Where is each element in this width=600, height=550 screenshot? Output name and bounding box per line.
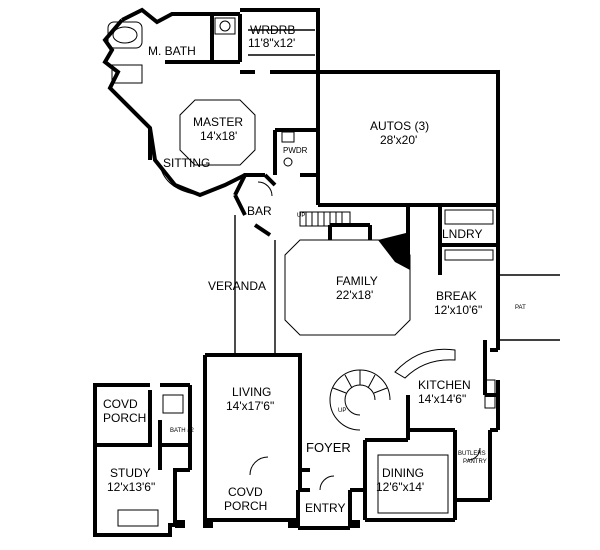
room-name-dining: DINING xyxy=(382,466,424,480)
room-name-laundry: LNDRY xyxy=(442,227,482,241)
room-name-m-bath: M. BATH xyxy=(148,44,196,58)
room-dims-break: 12'x10'6" xyxy=(434,303,482,317)
room-name-butlers-2: PANTRY xyxy=(463,459,487,465)
room-name-entry: ENTRY xyxy=(305,501,345,515)
room-name-study: STUDY xyxy=(110,466,151,480)
room-name-foyer: FOYER xyxy=(306,440,351,455)
room-name-sitting: SITTING xyxy=(163,156,210,170)
exterior-walls xyxy=(93,7,500,537)
room-name-patio: PAT xyxy=(515,305,526,311)
room-name-bar: BAR xyxy=(247,204,272,218)
room-name-autos: AUTOS (3) xyxy=(370,119,429,133)
room-dims-study: 12'x13'6" xyxy=(107,480,155,494)
room-dims-kitchen: 14'x14'6" xyxy=(418,392,466,406)
room-labels: M. BATH WRDRB 11'8"x12' MASTER 14'x18' S… xyxy=(103,23,526,515)
upper-stair xyxy=(299,211,351,227)
stair-up-label-foyer: UP xyxy=(338,408,346,414)
room-dims-family: 22'x18' xyxy=(336,288,373,302)
room-dims-dining: 12'6"x14' xyxy=(376,480,424,494)
room-name-family: FAMILY xyxy=(336,274,378,288)
room-name-kitchen: KITCHEN xyxy=(418,378,471,392)
room-name-covd-porch-front-1: COVD xyxy=(228,485,263,499)
room-name-powder: PWDR xyxy=(283,146,308,155)
room-name-master: MASTER xyxy=(193,115,243,129)
room-name-bath2: BATH #2 xyxy=(170,428,195,434)
room-dims-master: 14'x18' xyxy=(200,129,237,143)
foyer-spiral-stair xyxy=(329,369,391,431)
room-name-wardrobe: WRDRB xyxy=(250,23,295,37)
room-name-veranda: VERANDA xyxy=(208,279,266,293)
room-dims-living: 14'x17'6" xyxy=(226,399,274,413)
room-dims-wardrobe: 11'8"x12' xyxy=(248,36,295,50)
room-name-covd-porch-side-2: PORCH xyxy=(103,411,146,425)
fixtures xyxy=(107,17,560,528)
room-name-covd-porch-side-1: COVD xyxy=(103,397,138,411)
room-dims-autos: 28'x20' xyxy=(380,133,417,147)
room-name-living: LIVING xyxy=(232,385,271,399)
room-name-butlers-1: BUTLERS xyxy=(458,451,486,457)
stair-up-label-upper: UP xyxy=(297,213,305,219)
room-name-covd-porch-front-2: PORCH xyxy=(224,499,267,513)
room-name-break: BREAK xyxy=(436,289,477,303)
fireplace xyxy=(378,232,410,270)
